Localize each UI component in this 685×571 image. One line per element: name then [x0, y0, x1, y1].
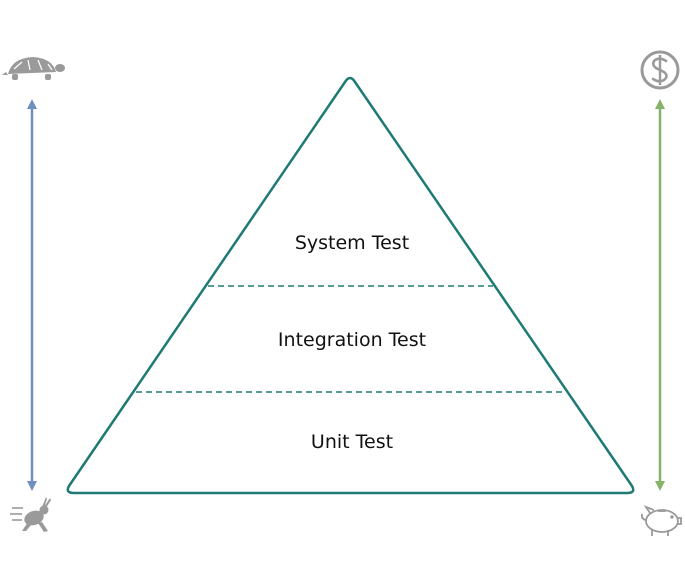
layer-label-integration: Integration Test — [278, 329, 426, 351]
running-rabbit-icon — [10, 497, 51, 532]
dollar-coin-icon — [640, 50, 680, 90]
turtle-icon — [2, 57, 65, 80]
layer-label-unit: Unit Test — [311, 431, 393, 453]
layer-label-system: System Test — [295, 232, 409, 254]
piggy-bank-icon — [640, 505, 682, 536]
